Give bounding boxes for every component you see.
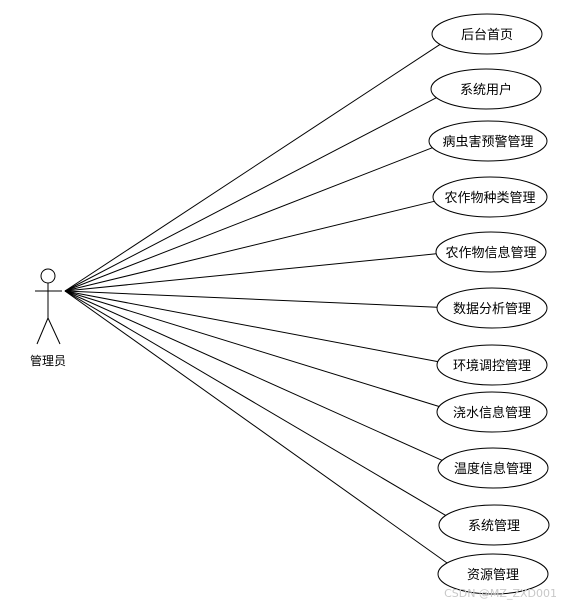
use-case-ellipse [431, 13, 543, 55]
association-line [64, 43, 441, 292]
use-case-ellipse [430, 68, 542, 110]
use-case: 系统用户 [430, 68, 542, 110]
use-case-label: 农作物种类管理 [444, 191, 535, 206]
actor-admin: 管理员 [30, 268, 66, 368]
use-case: 环境调控管理 [436, 344, 548, 386]
use-case-ellipse [435, 231, 547, 273]
watermark: CSDN @MZ_ZXD001 [444, 587, 557, 600]
use-case-label: 环境调控管理 [453, 359, 531, 374]
use-case-ellipse [436, 391, 548, 433]
use-case-ellipse [432, 176, 548, 218]
actor-right-leg [47, 317, 61, 345]
association-line [64, 97, 437, 292]
actor-head [40, 268, 56, 284]
use-case-label: 系统用户 [460, 82, 512, 98]
use-case: 温度信息管理 [437, 447, 549, 489]
use-case: 后台首页 [431, 13, 543, 55]
use-case-ellipse [437, 447, 549, 489]
use-case-label: 数据分析管理 [453, 302, 531, 317]
use-case: 农作物种类管理 [432, 176, 548, 218]
use-case: 浇水信息管理 [436, 391, 548, 433]
use-case-ellipse [437, 553, 549, 595]
use-case-ellipse [436, 287, 548, 329]
association-line [64, 147, 433, 292]
use-case-label: 温度信息管理 [454, 461, 532, 477]
use-case-label: 浇水信息管理 [453, 405, 531, 421]
actor-left-leg [36, 317, 49, 345]
association-lines [64, 43, 448, 564]
association-line [64, 200, 435, 292]
use-case-label: 农作物信息管理 [445, 245, 536, 261]
association-line [64, 290, 446, 516]
use-case-ellipse [428, 120, 548, 162]
use-case-ellipse [438, 504, 550, 546]
use-case-label: 后台首页 [461, 28, 513, 43]
use-case: 病虫害预警管理 [428, 120, 548, 162]
use-case: 数据分析管理 [436, 287, 548, 329]
use-case: 系统管理 [438, 504, 550, 546]
use-cases: 后台首页系统用户病虫害预警管理农作物种类管理农作物信息管理数据分析管理环境调控管… [428, 13, 550, 595]
use-case-label: 资源管理 [467, 568, 519, 583]
use-case: 资源管理 [437, 553, 549, 595]
association-line [64, 290, 438, 308]
use-case: 农作物信息管理 [435, 231, 547, 273]
use-case-label: 系统管理 [468, 519, 520, 534]
association-line [64, 290, 438, 363]
use-case-ellipse [436, 344, 548, 386]
association-line [64, 253, 437, 292]
association-line [64, 290, 440, 407]
use-case-label: 病虫害预警管理 [442, 134, 533, 150]
actor-label: 管理员 [30, 353, 66, 368]
association-line [64, 290, 448, 564]
association-line [64, 290, 443, 461]
